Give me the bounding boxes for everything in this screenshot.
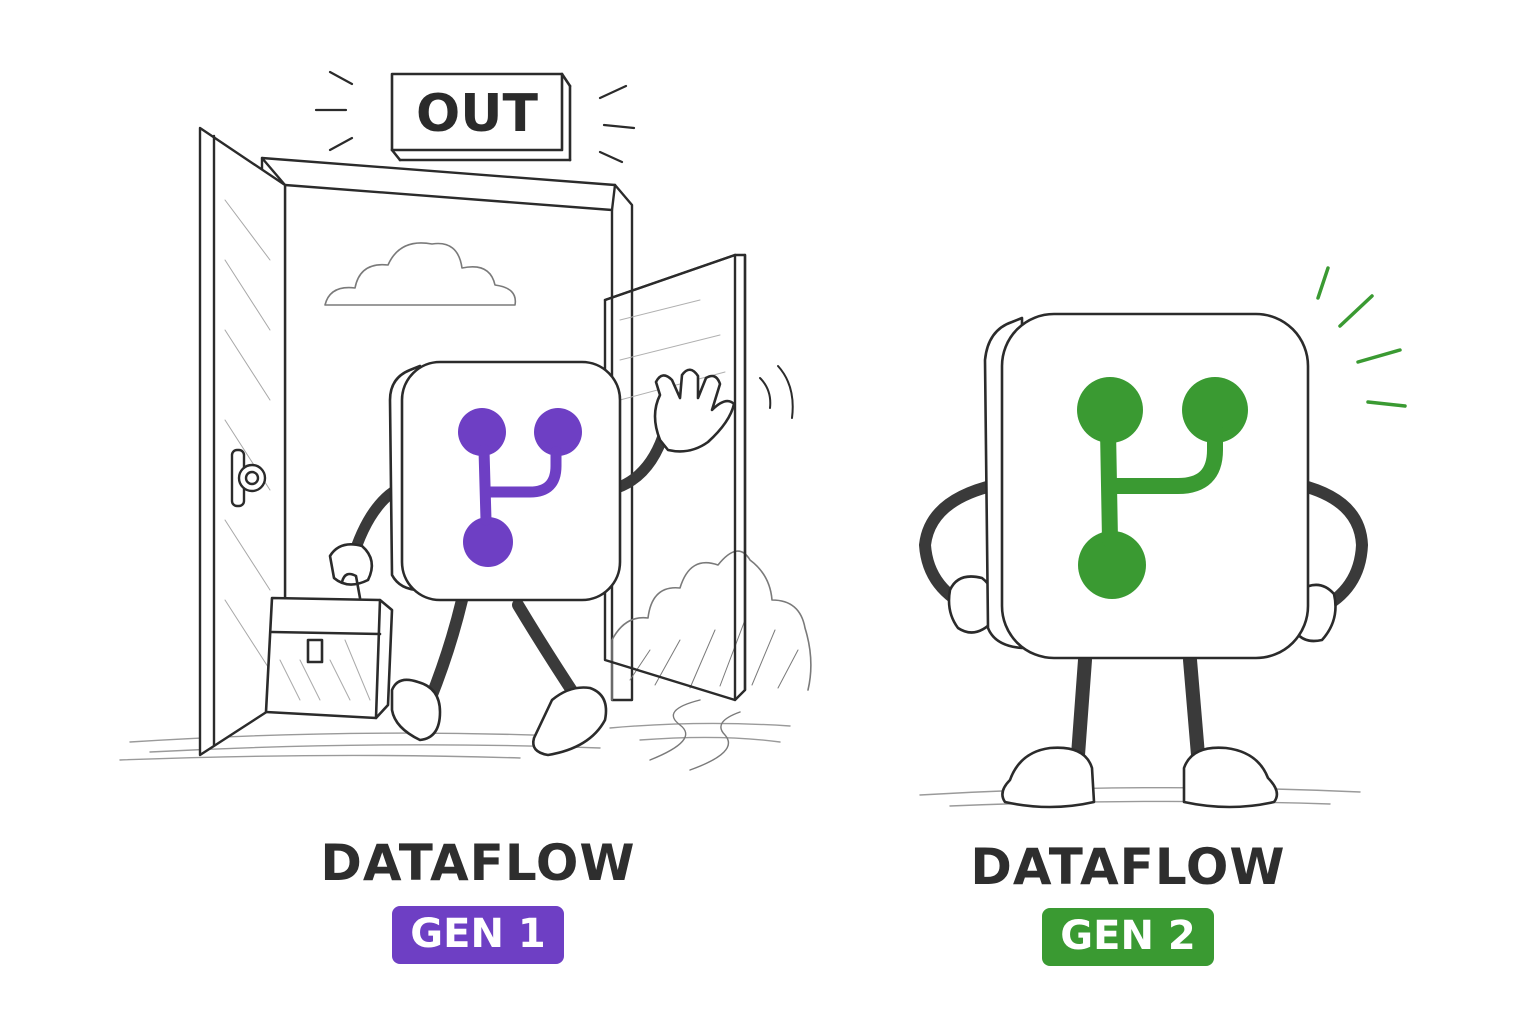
gen2-sparkle-strokes <box>1316 266 1407 408</box>
ground-shadow-right <box>919 786 1361 807</box>
gen1-branch-merge-icon <box>458 408 582 567</box>
door-leaf-right <box>603 253 747 702</box>
door-knob-icon <box>230 448 267 508</box>
gen2-character <box>919 266 1407 809</box>
sign-glow-strokes <box>314 70 636 164</box>
gen2-left-shoe <box>1001 746 1096 809</box>
gen1-right-shoe <box>532 686 608 757</box>
gen1-waving-hand <box>653 368 736 453</box>
wave-motion-strokes <box>759 365 794 419</box>
gen2-right-shoe <box>1182 746 1279 809</box>
gen1-left-shoe <box>390 678 442 742</box>
outside-view <box>324 242 812 771</box>
gen2-legs <box>1071 653 1205 762</box>
gen1-body <box>400 360 622 602</box>
gen2-branch-merge-icon <box>1077 377 1248 599</box>
door-hatching <box>224 199 271 671</box>
gen2-product-name: DATAFLOW <box>970 838 1286 896</box>
gen2-right-arm <box>1294 479 1368 616</box>
gen1-product-name: DATAFLOW <box>320 834 636 892</box>
out-sign-text: OUT <box>416 84 538 144</box>
gen1-caption: DATAFLOW GEN 1 <box>268 838 688 964</box>
gen2-caption: DATAFLOW GEN 2 <box>918 842 1338 966</box>
gen1-left-glove <box>328 543 374 586</box>
out-sign <box>390 72 572 162</box>
briefcase-icon <box>264 572 394 720</box>
gen1-legs <box>424 594 584 706</box>
cloud-icon <box>324 242 517 306</box>
gen2-badge: GEN 2 <box>1042 908 1214 966</box>
exit-door-scene <box>119 70 812 771</box>
gen1-badge: GEN 1 <box>392 906 564 964</box>
